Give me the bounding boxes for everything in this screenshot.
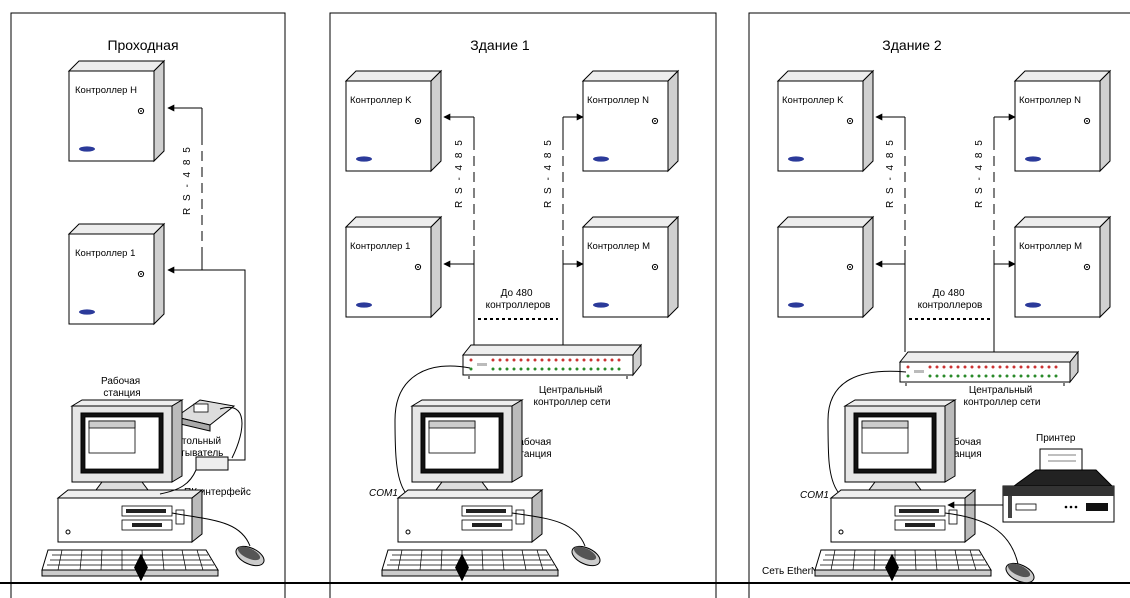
- workstation-computer: [814, 399, 992, 577]
- panel-title: Проходная: [107, 37, 178, 53]
- controller-k: Контроллер K: [345, 70, 442, 172]
- rs485-bus: [167, 104, 246, 461]
- panel-borders: [10, 12, 1130, 598]
- controller-label: Контроллер N: [1019, 95, 1081, 106]
- controller-label: Контроллер N: [587, 95, 649, 106]
- desktop-reader-label: Настольный считыватель: [164, 436, 224, 459]
- controller-m: Контроллер M: [582, 216, 679, 318]
- panel-building-1: Здание 1 Контроллер K Контроллер N Контр…: [345, 37, 679, 582]
- controller-h: Контроллер Н: [68, 60, 165, 162]
- controller-label: Контроллер M: [587, 241, 650, 252]
- controller-unlabeled: [777, 216, 874, 318]
- up-to-480-label: До 480 контроллеров: [486, 288, 551, 311]
- panel-checkpoint: Проходная Контроллер Н Контроллер 1 R S …: [41, 37, 268, 582]
- panel-title: Здание 1: [470, 37, 530, 53]
- rs485-label-left: R S - 4 8 5: [885, 138, 896, 208]
- panel-title: Здание 2: [882, 37, 942, 53]
- controller-n: Контроллер N: [582, 70, 679, 172]
- up-to-480-label: До 480 контроллеров: [918, 288, 983, 311]
- controller-n: Контроллер N: [1014, 70, 1111, 172]
- rs485-buses: [875, 113, 1016, 352]
- mouse: [232, 541, 268, 571]
- workstation-label: Рабочая станция: [101, 375, 143, 399]
- controller-label: Контроллер K: [350, 95, 412, 106]
- controller-m: Контроллер M: [1014, 216, 1111, 318]
- rs485-label-right: R S - 4 8 5: [974, 138, 985, 208]
- central-controller-label: Центральный контроллер сети: [963, 385, 1040, 408]
- printer-label: Принтер: [1036, 433, 1076, 444]
- rs485-label: R S - 4 8 5: [182, 145, 193, 215]
- rs485-label-right: R S - 4 8 5: [543, 138, 554, 208]
- rs485-label-left: R S - 4 8 5: [454, 138, 465, 208]
- controller-label: Контроллер 1: [350, 241, 410, 252]
- controller-label: Контроллер Н: [75, 85, 137, 96]
- printer: [1002, 448, 1115, 523]
- controller-1: Контроллер 1: [68, 223, 165, 325]
- central-network-controller: [462, 344, 642, 380]
- controller-label: Контроллер K: [782, 95, 844, 106]
- workstation-computer: [381, 399, 559, 577]
- controller-k: Контроллер K: [777, 70, 874, 172]
- com1-label: COM1: [369, 488, 398, 499]
- central-controller-label: Центральный контроллер сети: [533, 385, 610, 408]
- controller-label: Контроллер 1: [75, 248, 135, 259]
- central-network-controller: [899, 351, 1079, 387]
- controller-1: Контроллер 1: [345, 216, 442, 318]
- controller-label: Контроллер M: [1019, 241, 1082, 252]
- ethernet-label: Сеть EtherNET: [762, 566, 831, 577]
- com1-label: COM1: [800, 490, 829, 501]
- rs485-buses: [443, 113, 584, 345]
- mouse: [568, 541, 604, 571]
- panel-building-2: Здание 2 Контроллер K Контроллер N Контр…: [777, 37, 1115, 588]
